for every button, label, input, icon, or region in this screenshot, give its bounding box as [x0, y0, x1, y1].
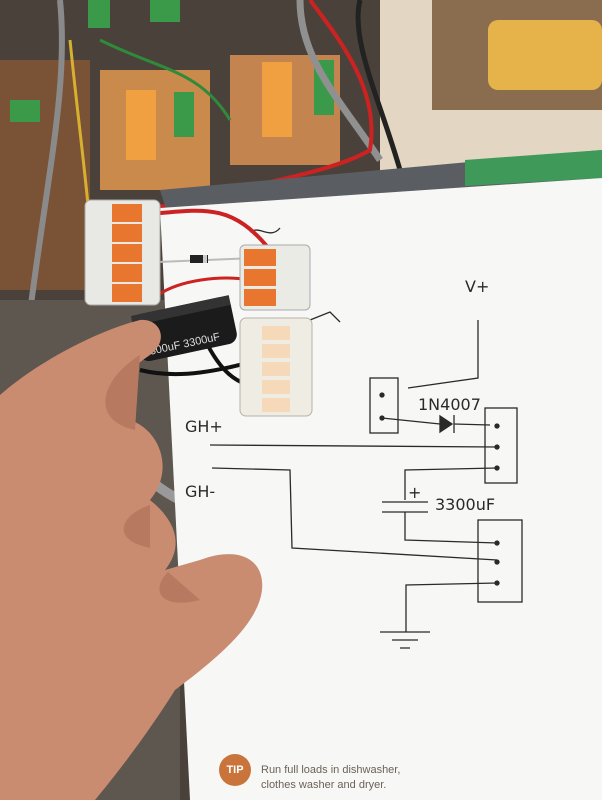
wire-green	[99, 38, 232, 121]
ground-wire	[405, 582, 498, 632]
wago-connector-5way	[84, 199, 161, 306]
cap-wire-top	[404, 467, 498, 500]
label-gh-minus: GH-	[185, 482, 215, 501]
diode-symbol	[439, 414, 454, 434]
hand	[0, 319, 263, 800]
wire-black-top	[355, 0, 403, 171]
diode-wire	[381, 417, 491, 426]
wago-connector-transparent	[239, 317, 313, 417]
tip-text-line-2: clothes washer and dryer.	[261, 779, 387, 791]
label-gh-plus: GH+	[185, 417, 223, 436]
cap-wire-bottom	[404, 512, 498, 544]
wire-bundle-gray-2	[296, 0, 383, 162]
terminal-green-1	[174, 92, 194, 137]
terminal-green-4	[150, 0, 180, 22]
paper-page	[160, 178, 602, 800]
relay-1	[126, 90, 156, 160]
label-vplus: V+	[465, 277, 489, 296]
ground-symbol	[380, 631, 430, 649]
wago-connector-3way	[239, 244, 311, 311]
tip-badge: TIP	[219, 754, 251, 786]
tip-text-line-1: Run full loads in dishwasher,	[261, 764, 401, 776]
schematic-connector-3	[477, 519, 523, 603]
label-diode: 1N4007	[418, 395, 481, 414]
vplus-wire	[407, 320, 479, 389]
schematic-drawing	[209, 227, 523, 649]
schematic-connector-1	[369, 377, 399, 434]
label-cap-plus: +	[408, 483, 421, 502]
schematic-connector-2	[484, 407, 518, 484]
transformer-coil	[488, 20, 602, 90]
diode-band	[203, 255, 207, 263]
label-cap: 3300uF	[435, 495, 495, 514]
relay-2	[262, 62, 292, 137]
terminal-green-5	[10, 100, 40, 122]
terminal-green-3	[88, 0, 110, 28]
gh-minus-wire	[211, 467, 498, 561]
diode-body	[190, 255, 208, 263]
booklet-cover-green	[465, 150, 602, 186]
gh-plus-wire	[209, 444, 498, 448]
